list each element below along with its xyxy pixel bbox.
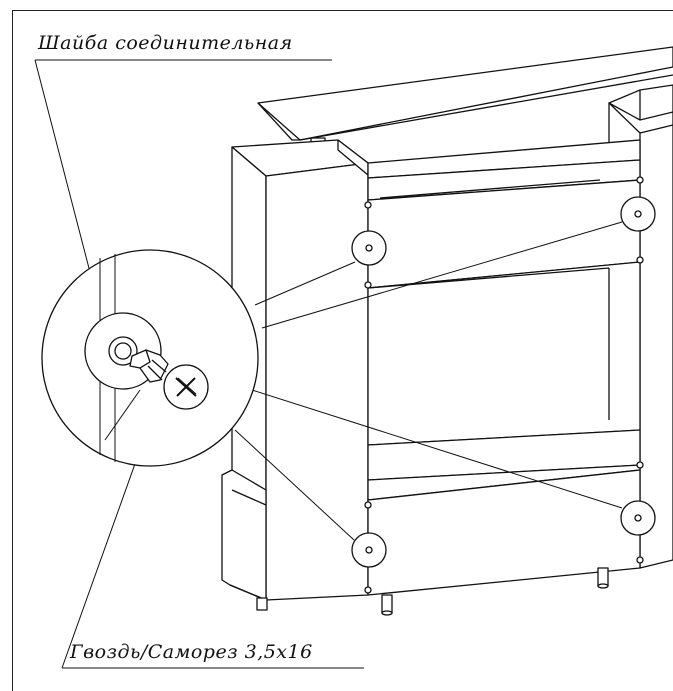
hole-markers: [364, 176, 644, 594]
washer-positions: [351, 196, 656, 568]
detail-magnifier: [41, 249, 259, 467]
cabinet-legs: [256, 567, 609, 616]
washer-label: Шайба соединительная: [38, 32, 293, 54]
drawing-frame: [12, 10, 673, 691]
fastener-label: Гвоздь/Саморез 3,5x16: [70, 641, 313, 663]
cabinet: [221, 84, 673, 601]
screw-detail: [129, 349, 209, 410]
top-shelf: [257, 46, 673, 141]
